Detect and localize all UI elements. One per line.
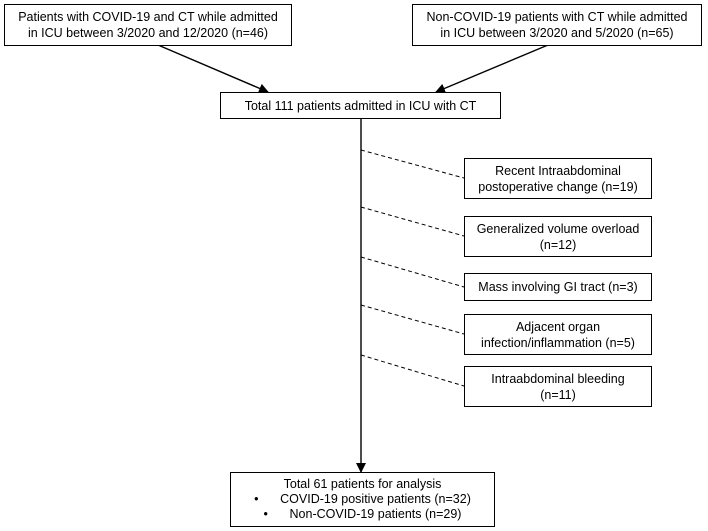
exclusion-line2: postoperative change (n=19) <box>478 179 638 194</box>
noncovid-source-box: Non-COVID-19 patients with CT while admi… <box>412 4 702 46</box>
exclusion-box-postoperative: Recent Intraabdominal postoperative chan… <box>464 158 652 199</box>
exclusion-line2: (n=11) <box>540 387 576 402</box>
exclusion-line1: Generalized volume overload <box>476 221 640 236</box>
arrow-noncovid-to-total <box>435 44 549 94</box>
final-analysis-list: COVID-19 positive patients (n=32) Non-CO… <box>254 492 471 522</box>
covid-source-box: Patients with COVID-19 and CT while admi… <box>4 4 292 46</box>
exclusion-line1: Mass involving GI tract (n=3) <box>478 280 638 294</box>
exclusion-box-gi-mass: Mass involving GI tract (n=3) <box>464 273 652 301</box>
exclusion-box-bleeding: Intraabdominal bleeding (n=11) <box>464 366 652 407</box>
exclusion-box-volume-overload: Generalized volume overload (n=12) <box>464 216 652 257</box>
exclusion-line1: Intraabdominal bleeding <box>491 371 625 386</box>
dashed-link-exclusion-4 <box>360 304 465 335</box>
arrow-covid-to-total <box>157 44 269 94</box>
dashed-link-exclusion-2 <box>360 206 465 237</box>
exclusion-line1: Recent Intraabdominal <box>495 163 621 178</box>
exclusion-line2: (n=12) <box>539 237 577 252</box>
total-patients-text: Total 111 patients admitted in ICU with … <box>244 98 477 113</box>
noncovid-source-line1: Non-COVID-19 patients with CT while admi… <box>426 10 688 24</box>
exclusion-line2: infection/inflammation (n=5) <box>481 335 635 350</box>
final-analysis-title: Total 61 patients for analysis <box>283 477 442 491</box>
dashed-link-exclusion-3 <box>360 256 465 288</box>
covid-source-line2: in ICU between 3/2020 and 12/2020 (n=46) <box>27 26 269 40</box>
final-analysis-item: COVID-19 positive patients (n=32) <box>254 492 471 507</box>
covid-source-line1: Patients with COVID-19 and CT while admi… <box>18 10 278 24</box>
total-patients-box: Total 111 patients admitted in ICU with … <box>220 92 501 119</box>
exclusion-box-adjacent-organ: Adjacent organ infection/inflammation (n… <box>464 314 652 355</box>
dashed-link-exclusion-1 <box>360 149 465 179</box>
dashed-link-exclusion-5 <box>360 354 465 387</box>
exclusion-line1: Adjacent organ <box>515 319 601 334</box>
final-analysis-box: Total 61 patients for analysis COVID-19 … <box>230 472 495 527</box>
noncovid-source-line2: in ICU between 3/2020 and 5/2020 (n=65) <box>440 26 674 40</box>
final-analysis-item: Non-COVID-19 patients (n=29) <box>254 507 471 522</box>
